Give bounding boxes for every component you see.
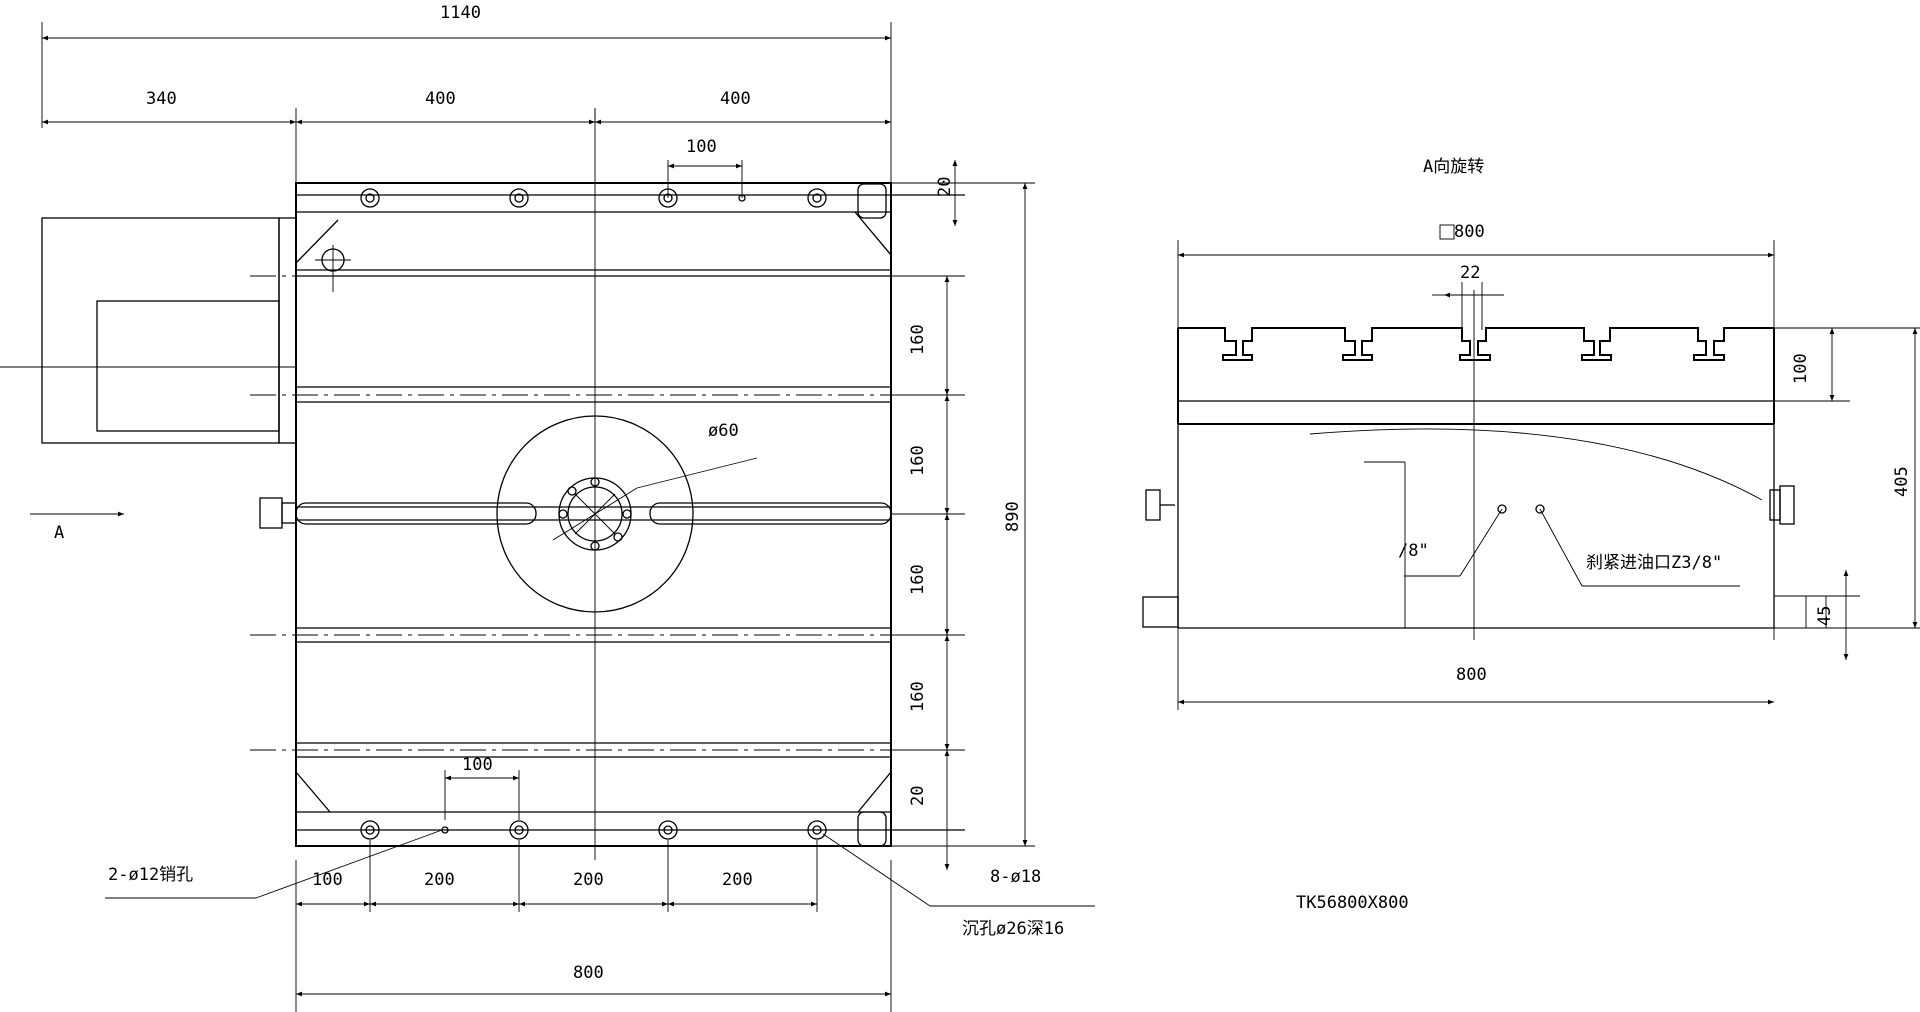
- port-left-label: /8": [1398, 541, 1429, 561]
- dim-overall-width: 1140: [440, 3, 481, 23]
- dim-top-height: 100: [1791, 353, 1811, 384]
- dim-overall-height-right: 405: [1892, 466, 1912, 497]
- dim-center-dia: ø60: [708, 421, 739, 441]
- dim-bottom-edge: 20: [908, 786, 928, 806]
- mount-holes-label: 8-ø18: [990, 867, 1041, 887]
- dim-row-1: 160: [908, 324, 928, 355]
- dim-hole-pitch-2: 200: [573, 870, 604, 890]
- motor-housing: [41, 217, 280, 444]
- side-view: A向旋转 800 22: [1142, 157, 1920, 913]
- dim-hole-pitch-3: 200: [722, 870, 753, 890]
- plan-view: 1140 340 400 400 100: [0, 3, 1095, 1012]
- dim-top-width: 800: [1454, 222, 1485, 242]
- rotary-disc: [496, 415, 694, 613]
- dim-half-left: 400: [425, 89, 456, 109]
- top-hole-row: [360, 188, 827, 208]
- dim-table-width: 800: [573, 963, 604, 983]
- dim-hole-pitch-1: 200: [424, 870, 455, 890]
- brake-port-label: 刹紧进油口Z3/8": [1586, 553, 1722, 573]
- dim-top-edge: 20: [935, 177, 955, 197]
- dim-row-4: 160: [908, 681, 928, 712]
- pin-holes-label: 2-ø12销孔: [108, 865, 193, 885]
- dim-bottom-width: 800: [1456, 665, 1487, 685]
- dim-base-height: 45: [1815, 606, 1835, 626]
- dim-slot-width: 22: [1460, 263, 1480, 283]
- bottom-hole-row: [360, 820, 827, 840]
- view-arrow-label: A: [54, 523, 64, 543]
- dim-motor-width: 340: [146, 89, 177, 109]
- dim-row-2: 160: [908, 445, 928, 476]
- dim-half-right: 400: [720, 89, 751, 109]
- counterbore-label: 沉孔ø26深16: [962, 919, 1064, 939]
- side-view-title: A向旋转: [1423, 157, 1484, 177]
- motor-box: [96, 300, 280, 432]
- model-number: TK56800X800: [1296, 893, 1409, 913]
- dim-hole-offset: 100: [312, 870, 343, 890]
- dim-bottom-pitch: 100: [462, 755, 493, 775]
- dim-row-3: 160: [908, 564, 928, 595]
- dim-overall-height: 890: [1003, 501, 1023, 532]
- dim-top-pitch: 100: [686, 137, 717, 157]
